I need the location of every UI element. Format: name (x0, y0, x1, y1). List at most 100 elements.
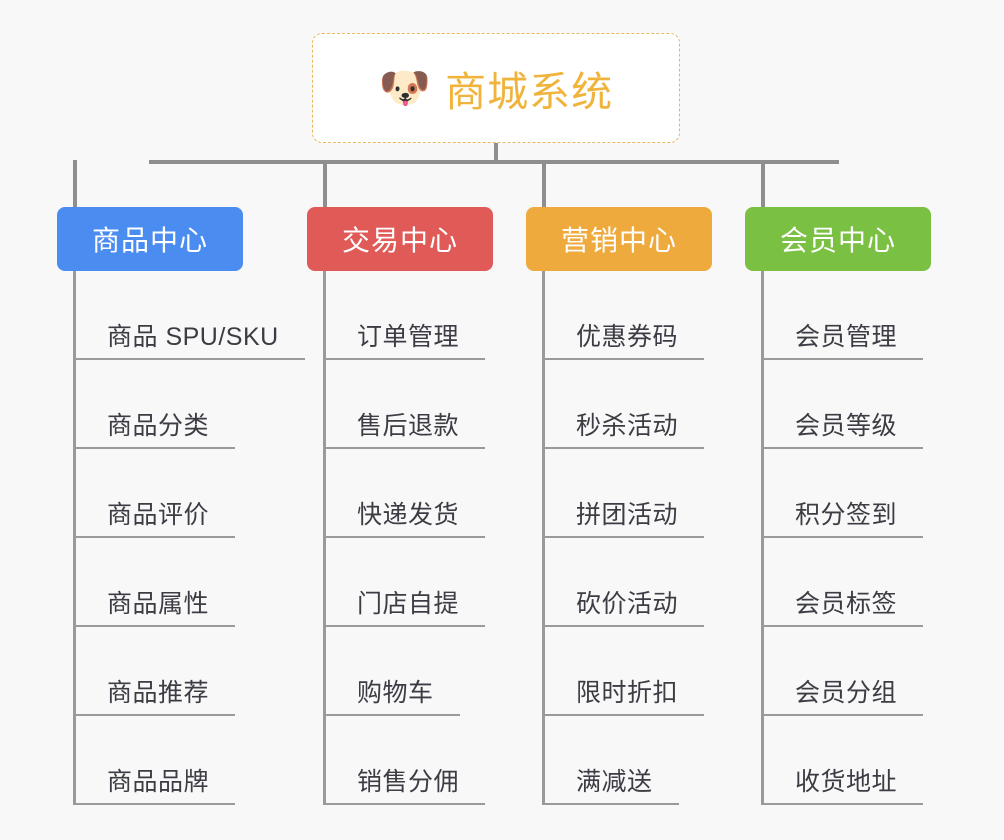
leaf-item-underline: 收货地址 (761, 762, 924, 805)
category-header-2[interactable]: 交易中心 (307, 207, 493, 271)
leaf-item-label: 门店自提 (357, 590, 460, 618)
leaf-item[interactable]: 商品推荐 (73, 627, 305, 716)
leaf-list-4: 会员管理会员等级积分签到会员标签会员分组收货地址 (761, 271, 924, 805)
leaf-item-underline: 会员标签 (761, 584, 924, 627)
leaf-item[interactable]: 会员等级 (761, 360, 924, 449)
connector-root-stem (494, 143, 498, 162)
connector-drop-2 (323, 160, 327, 207)
leaf-item-underline: 会员管理 (761, 317, 924, 360)
leaf-item[interactable]: 秒杀活动 (542, 360, 705, 449)
column-1: 商品中心商品 SPU/SKU 商品分类商品评价商品属性商品推荐商品品牌 (57, 207, 305, 805)
category-header-4[interactable]: 会员中心 (745, 207, 931, 271)
leaf-item-underline: 限时折扣 (542, 673, 705, 716)
connector-drop-3 (542, 160, 546, 207)
leaf-item-label: 商品品牌 (107, 768, 210, 796)
leaf-item-label: 会员标签 (795, 590, 898, 618)
leaf-list-1: 商品 SPU/SKU 商品分类商品评价商品属性商品推荐商品品牌 (73, 271, 305, 805)
leaf-item-label: 商品评价 (107, 501, 210, 529)
root-title: 商城系统 (445, 69, 614, 115)
leaf-item[interactable]: 会员分组 (761, 627, 924, 716)
column-3: 营销中心优惠券码秒杀活动拼团活动砍价活动限时折扣满减送 (526, 207, 712, 805)
root-node[interactable]: 🐶 商城系统 (312, 33, 680, 143)
leaf-item-label: 秒杀活动 (576, 412, 679, 440)
leaf-item-underline: 售后退款 (323, 406, 486, 449)
leaf-list-2: 订单管理售后退款快递发货门店自提购物车销售分佣 (323, 271, 486, 805)
connector-horizontal-bar (149, 160, 839, 164)
leaf-item-underline: 砍价活动 (542, 584, 705, 627)
leaf-item[interactable]: 砍价活动 (542, 538, 705, 627)
category-header-label: 商品中心 (91, 225, 208, 256)
leaf-item-underline: 购物车 (323, 673, 460, 716)
leaf-item-underline: 快递发货 (323, 495, 486, 538)
leaf-item[interactable]: 优惠券码 (542, 271, 705, 360)
leaf-item[interactable]: 收货地址 (761, 716, 924, 805)
leaf-item[interactable]: 购物车 (323, 627, 485, 716)
column-4: 会员中心会员管理会员等级积分签到会员标签会员分组收货地址 (745, 207, 931, 805)
column-spine-1 (73, 271, 76, 805)
leaf-item[interactable]: 满减送 (542, 716, 704, 805)
leaf-item[interactable]: 商品品牌 (73, 716, 305, 805)
leaf-item[interactable]: 商品分类 (73, 360, 305, 449)
leaf-item-underline: 满减送 (542, 762, 679, 805)
leaf-item[interactable]: 售后退款 (323, 360, 486, 449)
leaf-item-underline: 商品 SPU/SKU (73, 317, 305, 360)
column-spine-4 (761, 271, 764, 805)
leaf-item[interactable]: 限时折扣 (542, 627, 705, 716)
leaf-item-underline: 积分签到 (761, 495, 924, 538)
leaf-item-label: 订单管理 (357, 323, 460, 351)
leaf-item-label: 商品属性 (107, 590, 210, 618)
leaf-item-label: 会员等级 (795, 412, 898, 440)
leaf-item-label: 商品 SPU/SKU (107, 323, 279, 351)
leaf-item[interactable]: 拼团活动 (542, 449, 705, 538)
leaf-item-underline: 会员分组 (761, 673, 924, 716)
leaf-item-label: 售后退款 (357, 412, 460, 440)
leaf-item-underline: 订单管理 (323, 317, 486, 360)
leaf-item-underline: 商品属性 (73, 584, 236, 627)
leaf-item[interactable]: 商品评价 (73, 449, 305, 538)
leaf-item[interactable]: 门店自提 (323, 538, 486, 627)
leaf-item-underline: 会员等级 (761, 406, 924, 449)
leaf-item-underline: 商品评价 (73, 495, 236, 538)
leaf-item-label: 购物车 (357, 679, 434, 707)
category-header-label: 营销中心 (560, 225, 677, 256)
leaf-item-underline: 秒杀活动 (542, 406, 705, 449)
leaf-item-label: 收货地址 (795, 768, 898, 796)
connector-drop-4 (761, 160, 765, 207)
leaf-item[interactable]: 订单管理 (323, 271, 486, 360)
leaf-item-label: 商品分类 (107, 412, 210, 440)
leaf-item-label: 满减送 (576, 768, 653, 796)
leaf-item-label: 会员管理 (795, 323, 898, 351)
leaf-item-underline: 商品品牌 (73, 762, 236, 805)
leaf-item-label: 会员分组 (795, 679, 898, 707)
leaf-item-label: 销售分佣 (357, 768, 460, 796)
leaf-item-label: 优惠券码 (576, 323, 679, 351)
category-header-1[interactable]: 商品中心 (57, 207, 243, 271)
leaf-item-underline: 销售分佣 (323, 762, 486, 805)
leaf-item-label: 拼团活动 (576, 501, 679, 529)
leaf-item-underline: 门店自提 (323, 584, 486, 627)
leaf-item[interactable]: 商品 SPU/SKU (73, 271, 305, 360)
leaf-item[interactable]: 会员标签 (761, 538, 924, 627)
column-spine-3 (542, 271, 545, 805)
shiba-dog-face-icon: 🐶 (378, 64, 432, 111)
category-header-3[interactable]: 营销中心 (526, 207, 712, 271)
leaf-item-underline: 拼团活动 (542, 495, 705, 538)
category-header-label: 会员中心 (779, 225, 896, 256)
leaf-item-label: 商品推荐 (107, 679, 210, 707)
leaf-item[interactable]: 销售分佣 (323, 716, 486, 805)
leaf-item[interactable]: 商品属性 (73, 538, 305, 627)
leaf-item[interactable]: 会员管理 (761, 271, 924, 360)
column-spine-2 (323, 271, 326, 805)
leaf-item-label: 限时折扣 (576, 679, 679, 707)
leaf-list-3: 优惠券码秒杀活动拼团活动砍价活动限时折扣满减送 (542, 271, 705, 805)
column-2: 交易中心订单管理售后退款快递发货门店自提购物车销售分佣 (307, 207, 493, 805)
leaf-item-label: 积分签到 (795, 501, 898, 529)
leaf-item[interactable]: 快递发货 (323, 449, 486, 538)
leaf-item[interactable]: 积分签到 (761, 449, 924, 538)
leaf-item-underline: 商品推荐 (73, 673, 236, 716)
connector-drop-1 (73, 160, 77, 207)
leaf-item-underline: 优惠券码 (542, 317, 705, 360)
leaf-item-label: 砍价活动 (576, 590, 679, 618)
category-header-label: 交易中心 (341, 225, 458, 256)
